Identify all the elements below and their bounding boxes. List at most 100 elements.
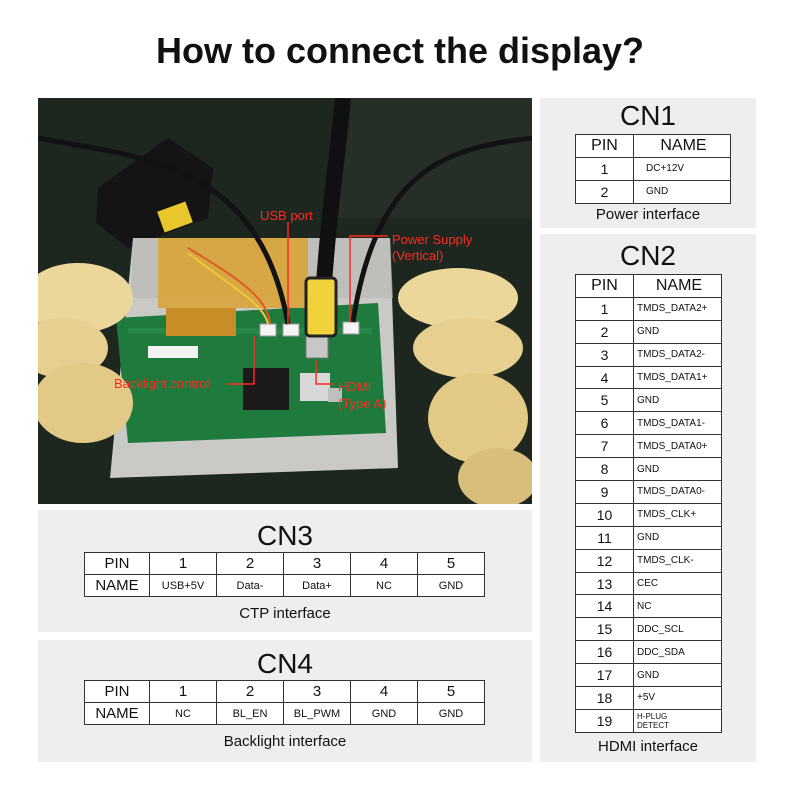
pin-number: 15 [575, 617, 634, 642]
hdmi-label: HDMI [338, 379, 372, 394]
pin-number: 1 [575, 296, 634, 321]
pin-number: 7 [575, 434, 634, 459]
pin-number: 1 [575, 156, 634, 181]
cn3-panel: CN3 PIN 1 2 3 4 5 NAME USB+5V Data- Data… [38, 510, 532, 632]
cn4-caption: Backlight interface [223, 733, 347, 750]
table-header-row: PIN NAME [575, 134, 731, 158]
cn3-table: PIN 1 2 3 4 5 NAME USB+5V Data- Data+ NC… [84, 552, 485, 597]
pin-number: 8 [575, 457, 634, 482]
cn1-panel: CN1 PIN NAME 1 DC+12V 2 GND Power interf… [540, 98, 756, 228]
pin-name: CEC [633, 571, 722, 596]
pin-number: 4 [350, 680, 418, 703]
pin-number: 1 [149, 680, 217, 703]
pin-name: GND [417, 702, 485, 725]
pin-number: 13 [575, 571, 634, 596]
pin-name-line2: DETECT [637, 720, 669, 730]
pin-number: 16 [575, 640, 634, 665]
pin-number: 11 [575, 525, 634, 550]
pin-name-line1: H-PLUG [637, 711, 668, 721]
pin-number: 5 [417, 552, 485, 575]
pin-name: TMDS_DATA2+ [633, 296, 722, 321]
pin-name: DDC_SCL [633, 617, 722, 642]
pin-row: PIN 1 2 3 4 5 [84, 552, 485, 575]
pin-number: 9 [575, 480, 634, 504]
pin-number: 2 [216, 552, 284, 575]
pin-row-header: PIN [84, 552, 150, 575]
pin-name: Data- [216, 574, 284, 597]
pin-name: BL_PWM [283, 702, 351, 725]
cn3-caption: CTP interface [239, 605, 331, 622]
photo-illustration: 300LSE 300LSE 300LSE [38, 98, 532, 504]
pin-number: 14 [575, 594, 634, 619]
cn1-title: CN1 [619, 100, 676, 131]
pin-number: 2 [575, 319, 634, 344]
pin-name: TMDS_DATA1+ [633, 365, 722, 390]
pin-number: 18 [575, 686, 634, 710]
pin-number: 4 [350, 552, 418, 575]
pin-name: TMDS_CLK- [633, 548, 722, 573]
pin-number: 5 [575, 388, 634, 413]
pin-number: 1 [149, 552, 217, 575]
pin-row: PIN 1 2 3 4 5 [84, 680, 485, 703]
table-header-row: PIN NAME [575, 274, 722, 298]
pin-number: 3 [575, 342, 634, 367]
cn4-table: PIN 1 2 3 4 5 NAME NC BL_EN BL_PWM GND G… [84, 680, 485, 725]
fpc-ribbon [158, 238, 308, 308]
name-row-header: NAME [84, 574, 150, 597]
table-row: 1 DC+12V [575, 156, 731, 181]
backlight-control-label: Backlight control [114, 376, 210, 391]
pin-header: PIN [575, 274, 634, 298]
name-header: NAME [633, 274, 722, 298]
pin-name: TMDS_DATA0- [633, 480, 722, 504]
pin-name: GND [633, 179, 731, 204]
cn1-caption: Power interface [595, 206, 701, 223]
pin-name: GND [633, 525, 722, 550]
pin-name: Data+ [283, 574, 351, 597]
pin-number: 3 [283, 552, 351, 575]
pin-number: 12 [575, 548, 634, 573]
pin-name: TMDS_CLK+ [633, 502, 722, 527]
cn4-title: CN4 [256, 648, 313, 679]
cn3-title: CN3 [256, 520, 313, 551]
pin-name: TMDS_DATA1- [633, 411, 722, 436]
hdmi-cable-plug [304, 276, 338, 338]
display-connection-photo: 300LSE 300LSE 300LSE [38, 98, 532, 504]
hdmi-type-label: (Type A) [338, 396, 387, 411]
pin-name: TMDS_DATA2- [633, 342, 722, 367]
pin-name: +5V [633, 686, 722, 710]
cn1-table: PIN NAME 1 DC+12V 2 GND [575, 134, 731, 204]
pin-name: GND [350, 702, 418, 725]
pin-name: GND [633, 663, 722, 688]
left-hand [38, 263, 133, 333]
pin-name: GND [633, 388, 722, 413]
power-supply-label: Power Supply [392, 232, 473, 247]
pin-number: 2 [216, 680, 284, 703]
table-row: 2 GND [575, 179, 731, 204]
pin-name: TMDS_DATA0+ [633, 434, 722, 459]
name-row-header: NAME [84, 702, 150, 725]
name-row: NAME USB+5V Data- Data+ NC GND [84, 574, 485, 597]
pin-number: 2 [575, 179, 634, 204]
pin-name: DC+12V [633, 156, 731, 181]
right-hand [398, 268, 518, 328]
pin-number: 4 [575, 365, 634, 390]
pin-number: 6 [575, 411, 634, 436]
pin-header: PIN [575, 134, 634, 158]
pin-number: 17 [575, 663, 634, 688]
name-header: NAME [633, 134, 731, 158]
